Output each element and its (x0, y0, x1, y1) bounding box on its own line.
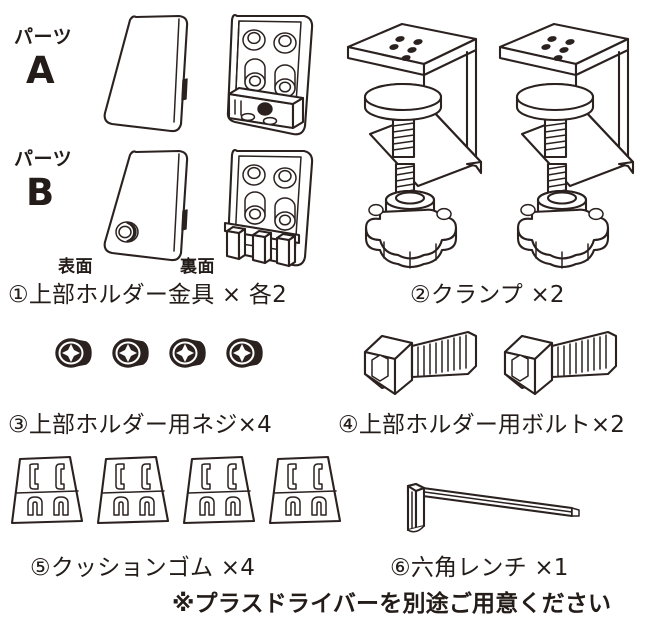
item-1-caption: ①上部ホルダー金具 × 各2 (8, 282, 287, 308)
item-4-caption: ④上部ホルダー用ボルト×2 (338, 412, 626, 438)
clamp-2-illustration (492, 14, 647, 269)
part-b-label-word: パーツ (14, 148, 73, 170)
front-view-label: 表面 (58, 257, 93, 277)
part-a-front-shell-illustration (95, 10, 215, 140)
cushion-3-illustration (180, 453, 260, 531)
item-5-caption: ⑤クッションゴム ×4 (30, 555, 256, 581)
item-2-caption: ②クランプ ×2 (410, 282, 565, 308)
item-6-caption: ⑥六角レンチ ×1 (390, 555, 569, 581)
screw-1-illustration (55, 336, 95, 370)
cushion-2-illustration (94, 453, 174, 531)
part-b-back-bracket-illustration (215, 143, 330, 271)
part-a-back-bracket-illustration (215, 8, 330, 140)
screw-2-illustration (112, 336, 152, 370)
footnote-text: ※プラスドライバーを別途ご用意ください (172, 591, 612, 617)
bolt-1-illustration (360, 322, 485, 402)
clamp-1-illustration (340, 14, 495, 269)
part-a-label-word: パーツ (14, 26, 73, 48)
screw-3-illustration (169, 336, 209, 370)
cushion-4-illustration (266, 453, 346, 531)
back-view-label: 裏面 (180, 257, 215, 277)
part-b-label-letter: B (26, 171, 55, 214)
bolt-2-illustration (500, 322, 625, 402)
hex-wrench-illustration (390, 468, 590, 540)
screw-4-illustration (226, 336, 266, 370)
part-a-label-letter: A (26, 49, 55, 92)
part-b-front-shell-illustration (95, 145, 215, 267)
cushion-1-illustration (8, 453, 88, 531)
item-3-caption: ③上部ホルダー用ネジ×4 (8, 412, 272, 438)
